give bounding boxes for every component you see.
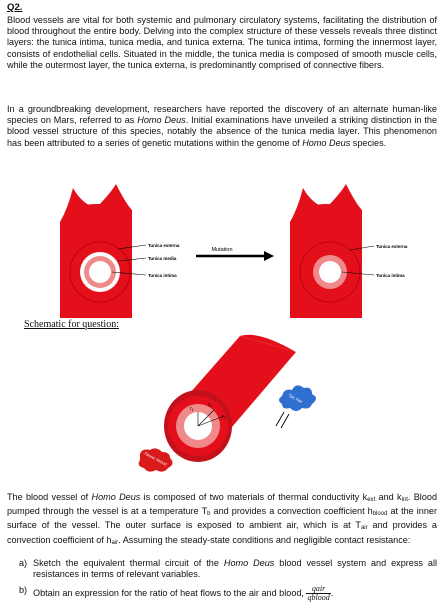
label-tunica-intima-right: Tunica intima <box>376 273 405 278</box>
item-a-text: Sketch the equivalent thermal circuit of… <box>33 558 437 580</box>
mutation-label: Mutation <box>211 247 232 253</box>
thermal-paragraph: The blood vessel of Homo Deus is compose… <box>7 492 438 546</box>
mutation-arrow-head <box>264 251 274 261</box>
left-lumen <box>89 261 111 283</box>
item-a-label: a) <box>19 558 28 568</box>
label-tunica-intima-left: Tunica intima <box>148 273 177 278</box>
intro-paragraph: Blood vessels are vital for both systemi… <box>7 15 437 70</box>
sub-questions: a) Sketch the equivalent thermal circuit… <box>7 558 437 610</box>
radius-r3 <box>197 415 225 427</box>
air-cloud <box>279 385 316 411</box>
item-b-label: b) <box>19 585 28 595</box>
label-r3: r3 <box>222 414 226 420</box>
schematic-heading: Schematic for question: <box>24 319 119 330</box>
label-r1: r1 <box>190 406 194 412</box>
question-title: Q2. <box>7 2 23 13</box>
air-label: Tair, hair <box>288 392 304 404</box>
mutation-diagram: Tunica externa Tunica media Tunica intim… <box>60 184 408 318</box>
blood-cloud <box>138 448 173 472</box>
label-tunica-externa-left: Tunica externa <box>148 243 180 248</box>
label-tunica-externa-right: Tunica externa <box>376 244 408 249</box>
right-lumen <box>319 261 341 283</box>
radius-r2 <box>197 409 215 427</box>
schematic-diagram: r1 r2 r3 Tair, hair Tblood, hblood <box>138 334 316 472</box>
homo-deus-paragraph: In a groundbreaking development, researc… <box>7 104 437 148</box>
left-vessel-mouth <box>76 204 116 216</box>
label-tunica-media: Tunica media <box>148 256 177 261</box>
label-r2: r2 <box>208 402 212 408</box>
item-b-text: Obtain an expression for the ratio of he… <box>33 584 334 602</box>
